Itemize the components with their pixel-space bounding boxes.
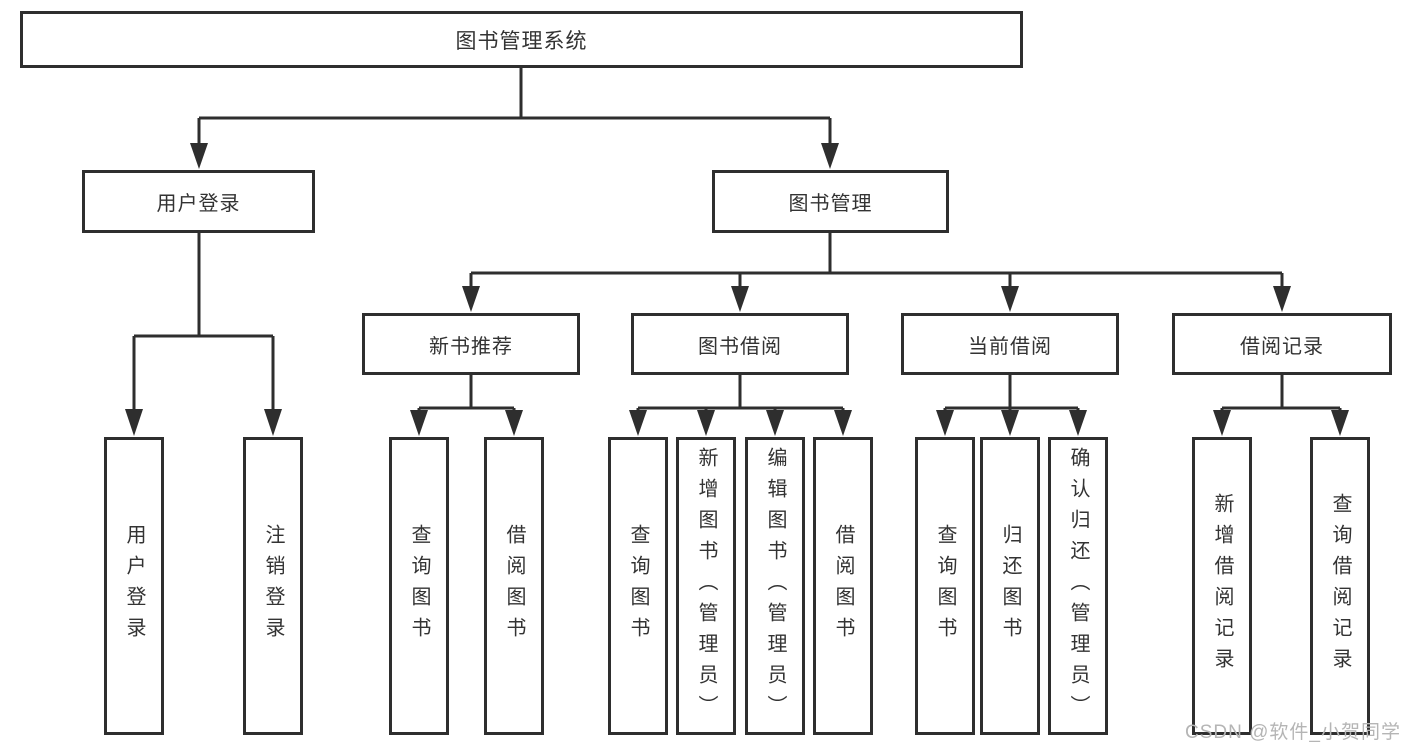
leaf-label: 新增借阅记录 [1211, 493, 1233, 679]
node-label: 图书管理 [788, 193, 873, 215]
node-current-borrow: 当前借阅 [901, 313, 1119, 375]
leaf-label: 编辑图书（管理员） [764, 446, 786, 726]
node-book-management: 图书管理 [712, 170, 949, 233]
leaf-query-books-borrow: 查询图书 [608, 437, 668, 735]
leaf-label: 新增图书（管理员） [695, 446, 717, 726]
node-borrow-records: 借阅记录 [1172, 313, 1392, 375]
leaf-query-borrow-record: 查询借阅记录 [1310, 437, 1370, 735]
leaf-label: 借阅图书 [832, 524, 854, 648]
leaf-logout-login: 注销登录 [243, 437, 303, 735]
leaf-label: 确认归还（管理员） [1067, 446, 1089, 726]
node-new-book-recommend: 新书推荐 [362, 313, 580, 375]
leaf-borrow-books: 借阅图书 [813, 437, 873, 735]
node-label: 图书借阅 [698, 335, 782, 358]
leaf-return-books: 归还图书 [980, 437, 1040, 735]
node-label: 用户登录 [156, 193, 241, 215]
leaf-label: 归还图书 [999, 524, 1021, 648]
node-label: 新书推荐 [429, 335, 513, 358]
leaf-label: 注销登录 [262, 524, 284, 648]
leaf-label: 查询借阅记录 [1329, 493, 1351, 679]
leaf-label: 查询图书 [627, 524, 649, 648]
node-label: 图书管理系统 [455, 29, 588, 53]
leaf-edit-books-admin: 编辑图书（管理员） [745, 437, 805, 735]
leaf-label: 用户登录 [123, 524, 145, 648]
node-label: 借阅记录 [1240, 335, 1324, 358]
node-root-system: 图书管理系统 [20, 11, 1023, 68]
leaf-confirm-return-admin: 确认归还（管理员） [1048, 437, 1108, 735]
node-book-borrow: 图书借阅 [631, 313, 849, 375]
node-label: 当前借阅 [968, 335, 1052, 358]
leaf-add-borrow-record: 新增借阅记录 [1192, 437, 1252, 735]
leaf-user-login: 用户登录 [104, 437, 164, 735]
leaf-add-books-admin: 新增图书（管理员） [676, 437, 736, 735]
csdn-watermark: CSDN @软件_小贺同学 [1185, 722, 1401, 743]
leaf-borrow-books-recommend: 借阅图书 [484, 437, 544, 735]
leaf-query-books-current: 查询图书 [915, 437, 975, 735]
leaf-label: 借阅图书 [503, 524, 525, 648]
leaf-label: 查询图书 [934, 524, 956, 648]
node-user-login: 用户登录 [82, 170, 315, 233]
leaf-label: 查询图书 [408, 524, 430, 648]
leaf-query-books-recommend: 查询图书 [389, 437, 449, 735]
